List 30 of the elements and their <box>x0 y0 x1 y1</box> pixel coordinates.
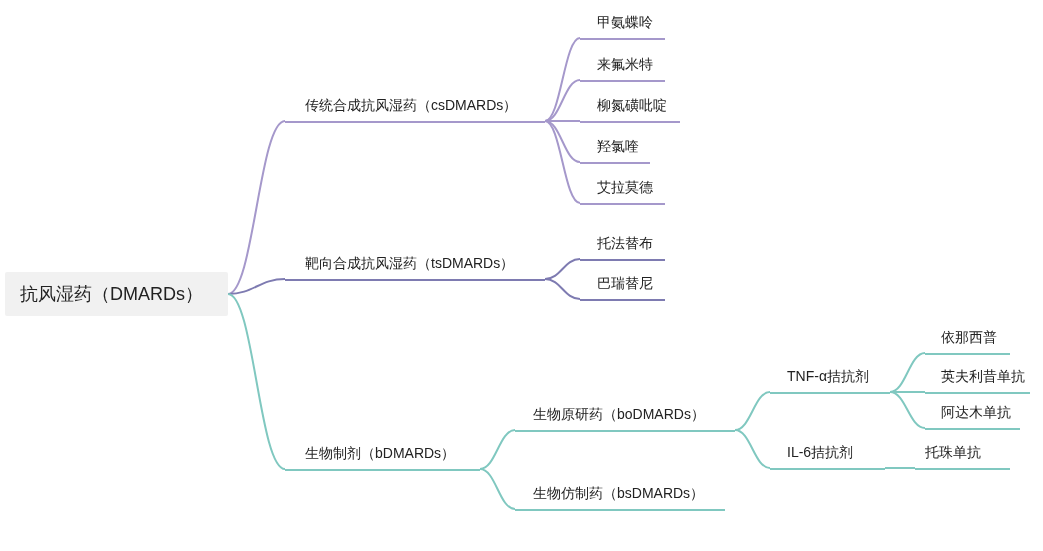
connector-curve <box>227 278 286 295</box>
connector-curve <box>479 468 516 510</box>
topic-label: 依那西普 <box>925 323 1010 355</box>
connector-curve <box>544 37 581 122</box>
topic-label: 英夫利昔单抗 <box>925 362 1030 394</box>
connector-curve <box>227 120 286 295</box>
topic-label: 来氟米特 <box>580 50 665 82</box>
connector-curve <box>544 120 581 163</box>
topic-label: 托法替布 <box>580 229 665 261</box>
topic-label: 生物仿制药（bsDMARDs） <box>515 479 725 511</box>
topic-label: 巴瑞替尼 <box>580 269 665 301</box>
connector-curve <box>227 293 286 470</box>
topic-label: 生物原研药（boDMARDs） <box>515 400 735 432</box>
connector-curve <box>889 391 926 429</box>
topic-label: 艾拉莫德 <box>580 173 665 205</box>
root-topic-box: 抗风湿药（DMARDs） <box>5 272 228 316</box>
topic-label: 生物制剂（bDMARDs） <box>285 439 480 471</box>
topic-label: 甲氨蝶呤 <box>580 8 665 40</box>
topic-label: 阿达木单抗 <box>925 398 1020 430</box>
topic-label: 靶向合成抗风湿药（tsDMARDs） <box>285 249 545 281</box>
topic-label: 柳氮磺吡啶 <box>580 91 680 123</box>
connector-curve <box>734 429 771 469</box>
topic-label: 羟氯喹 <box>580 132 650 164</box>
topic-label: 托珠单抗 <box>915 438 1010 470</box>
connector-curve <box>544 278 581 300</box>
connector-curve <box>544 120 581 204</box>
topic-label: 传统合成抗风湿药（csDMARDs） <box>285 91 545 123</box>
topic-label: IL-6拮抗剂 <box>770 438 885 470</box>
connector-curve <box>884 467 916 469</box>
topic-label: TNF-α拮抗剂 <box>770 362 890 394</box>
